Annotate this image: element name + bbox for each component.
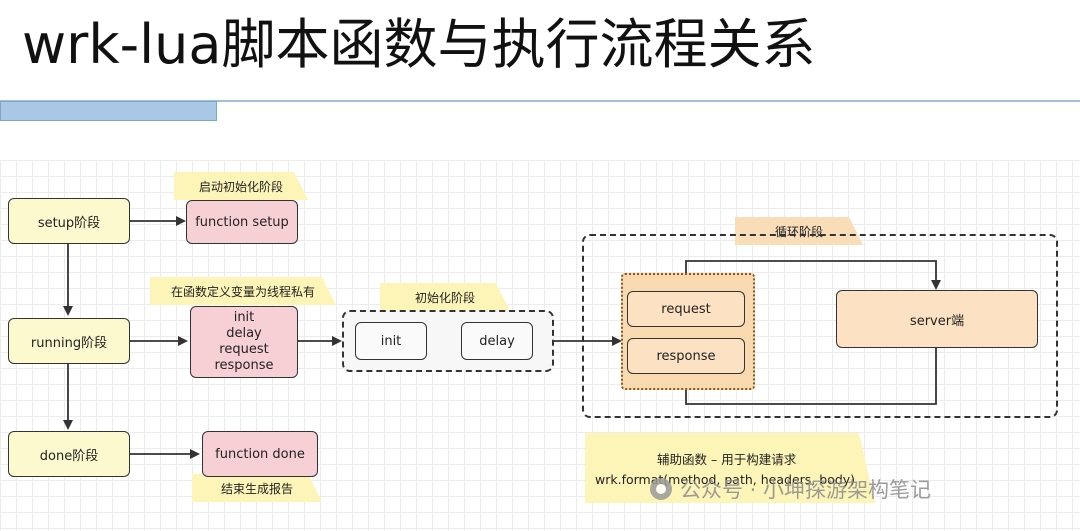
running-stage-label: running阶段 bbox=[30, 335, 108, 351]
note-init-phase-text: 初始化阶段 bbox=[414, 290, 475, 305]
request-label: request bbox=[661, 301, 711, 317]
running-function-init: init bbox=[233, 310, 255, 325]
delay-box: delay bbox=[461, 322, 533, 360]
running-function-request: request bbox=[219, 342, 269, 357]
helper-function-note: 辅助函数 – 用于构建请求 wrk.format(method, path, h… bbox=[585, 433, 875, 503]
wechat-icon bbox=[650, 478, 672, 500]
delay-label: delay bbox=[479, 333, 515, 349]
running-functions-box: init delay request response bbox=[190, 306, 298, 378]
running-function-delay: delay bbox=[226, 326, 262, 341]
function-done-label: function done bbox=[215, 446, 305, 462]
title-bar: wrk-lua脚本函数与执行流程关系 bbox=[0, 0, 1080, 102]
loop-phase-group bbox=[582, 234, 1058, 418]
setup-stage-box: setup阶段 bbox=[8, 198, 130, 244]
done-stage-label: done阶段 bbox=[39, 448, 99, 464]
server-box: server端 bbox=[836, 290, 1038, 348]
note-startup-init: 启动初始化阶段 bbox=[174, 172, 308, 200]
done-stage-box: done阶段 bbox=[8, 431, 130, 477]
note-end-report: 结束生成报告 bbox=[192, 474, 322, 502]
note-startup-init-text: 启动初始化阶段 bbox=[198, 179, 283, 194]
response-label: response bbox=[656, 348, 716, 364]
note-end-report-text: 结束生成报告 bbox=[220, 481, 293, 496]
helper-title: 辅助函数 – 用于构建请求 bbox=[657, 452, 797, 467]
function-setup-label: function setup bbox=[195, 214, 289, 230]
request-box: request bbox=[627, 291, 745, 327]
title-accent-bar bbox=[0, 101, 217, 121]
setup-stage-label: setup阶段 bbox=[37, 215, 101, 231]
note-thread-private-text: 在函数定义变量为线程私有 bbox=[170, 284, 315, 299]
function-setup-box: function setup bbox=[186, 200, 298, 244]
server-label: server端 bbox=[909, 313, 965, 329]
init-box: init bbox=[355, 322, 427, 360]
page-title: wrk-lua脚本函数与执行流程关系 bbox=[22, 13, 816, 76]
watermark-text: 公众号 · 小坤探游架构笔记 bbox=[680, 478, 932, 502]
response-box: response bbox=[627, 338, 745, 374]
arrow-server-to-response bbox=[681, 348, 937, 405]
running-stage-box: running阶段 bbox=[8, 318, 130, 364]
init-label: init bbox=[380, 333, 402, 349]
note-init-phase: 初始化阶段 bbox=[380, 283, 510, 311]
running-function-response: response bbox=[214, 358, 274, 373]
function-done-box: function done bbox=[202, 431, 318, 477]
watermark: 公众号 · 小坤探游架构笔记 bbox=[650, 474, 931, 504]
note-thread-private: 在函数定义变量为线程私有 bbox=[150, 277, 336, 305]
